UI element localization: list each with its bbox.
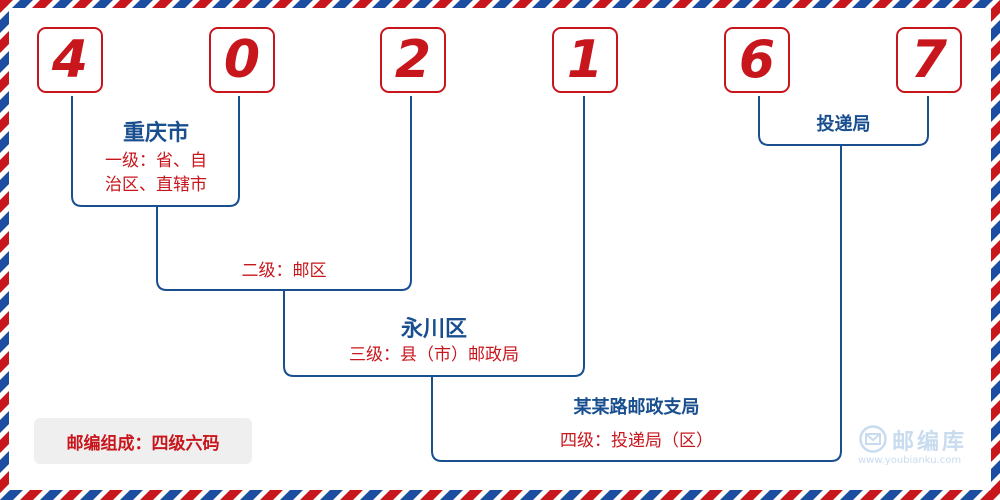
bracket-level3 (283, 96, 585, 377)
digit-box-3: 2 (380, 27, 446, 93)
digit-box-4: 1 (552, 27, 618, 93)
level1-desc-line2: 治区、直辖市 (105, 175, 207, 195)
level3-desc: 三级：县（市）邮政局 (349, 345, 519, 365)
border-top (0, 0, 1000, 8)
level4-name: 某某路邮政支局 (573, 397, 700, 418)
digit-box-6: 7 (896, 27, 962, 93)
level3-name: 永川区 (400, 316, 467, 342)
bracket-delivery (758, 96, 929, 146)
brand-url: www.youbianku.com (858, 455, 962, 466)
digit-box-1: 4 (37, 27, 103, 93)
border-right (991, 0, 1000, 500)
bracket-level4 (431, 146, 842, 462)
border-left (0, 0, 9, 500)
level4-desc: 四级：投递局（区） (560, 431, 713, 451)
digit-box-5: 6 (724, 27, 790, 93)
brand-name: 邮编库 (892, 430, 968, 455)
brand-logo: 邮编库 www.youbianku.com (858, 424, 988, 468)
digit-box-2: 0 (209, 27, 275, 93)
bracket-lines (71, 96, 929, 462)
level2-desc: 二级：邮区 (241, 261, 327, 281)
level1-desc-line1: 一级：省、自 (105, 151, 207, 171)
level1-name: 重庆市 (122, 120, 189, 146)
border-bottom (0, 490, 1000, 500)
envelope-circle-icon (859, 425, 887, 453)
delivery-name: 投递局 (816, 114, 871, 135)
bracket-level1 (71, 96, 240, 207)
legend-label: 邮编组成：四级六码 (34, 418, 252, 464)
